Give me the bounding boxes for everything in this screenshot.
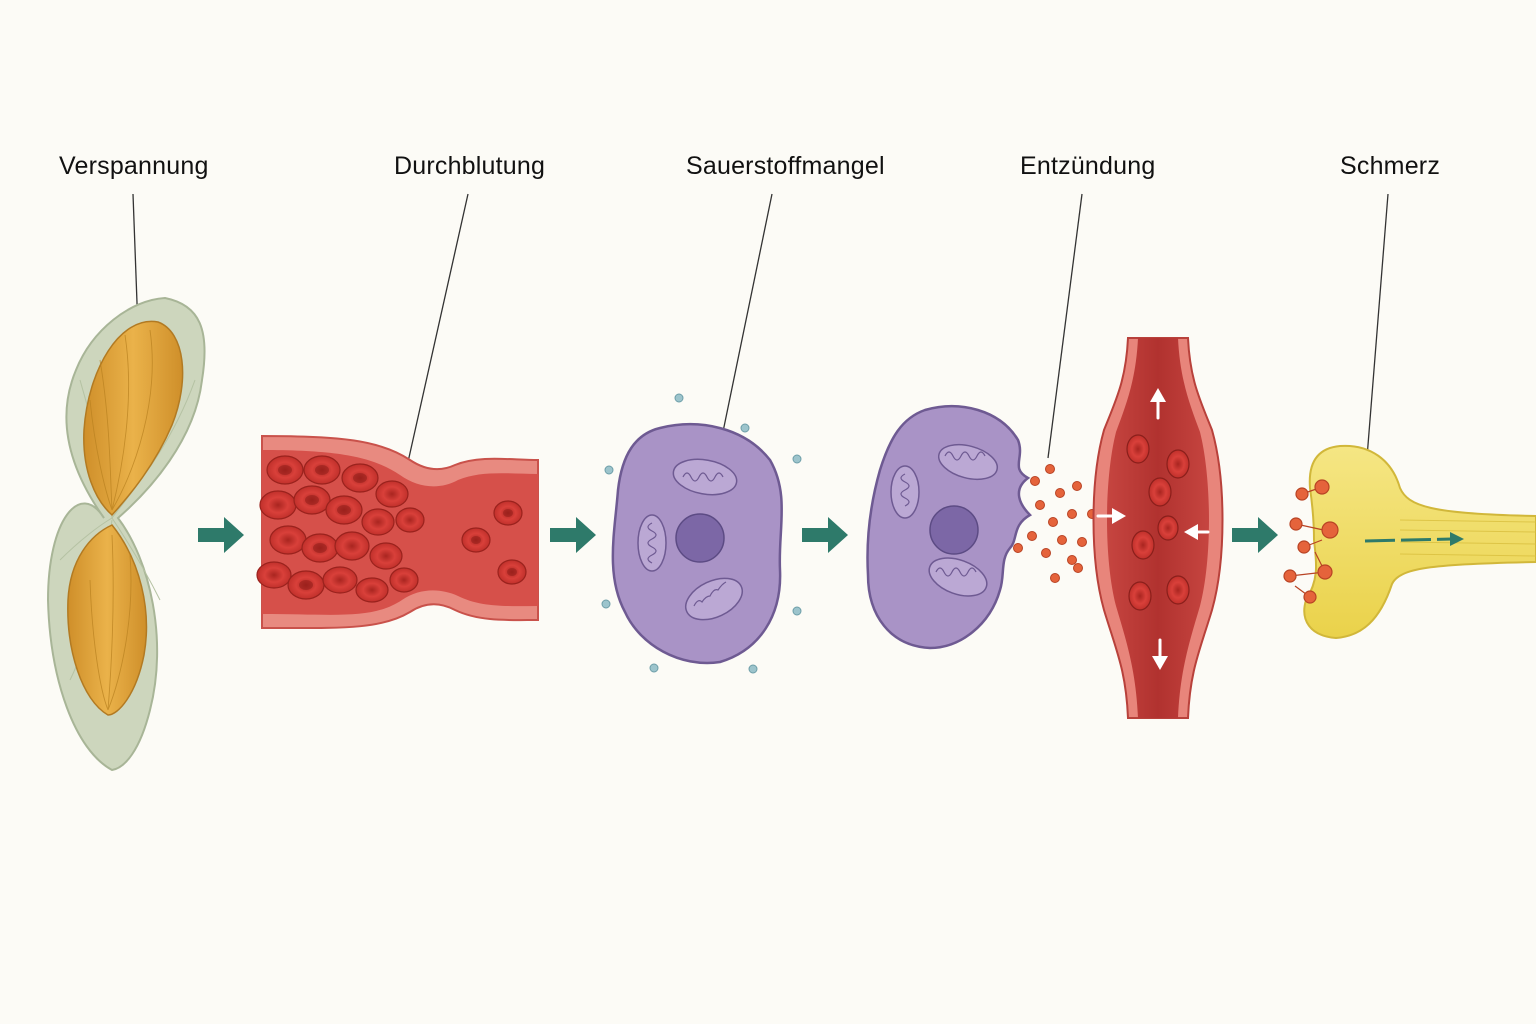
label-inflammation: Entzündung	[1020, 152, 1156, 180]
leader-line-blood-flow	[407, 193, 469, 463]
leader-line-inflammation	[1047, 193, 1083, 459]
arrow-3	[802, 517, 848, 553]
hypoxic-cell-icon	[601, 393, 802, 674]
arrow-2	[550, 517, 596, 553]
inflamed-vessel-icon	[1092, 337, 1224, 719]
flow-arrows	[198, 517, 1278, 553]
nerve-ending-icon	[1283, 444, 1536, 640]
oxygen-dots	[601, 393, 802, 674]
leader-line-pain	[1365, 193, 1389, 471]
pain-signal-arrow	[1364, 532, 1464, 546]
arrow-1	[198, 517, 244, 553]
arrow-4	[1232, 517, 1278, 553]
receptor-mediators	[1283, 479, 1339, 604]
constricted-vessel-icon	[256, 434, 539, 630]
inflamed-cell-icon	[866, 405, 1033, 650]
inflammatory-mediators	[1013, 464, 1097, 583]
leader-line-oxygen-deficit	[717, 193, 773, 457]
label-blood-flow: Durchblutung	[394, 152, 546, 180]
label-oxygen-deficit: Sauerstoffmangel	[686, 152, 885, 180]
label-pain: Schmerz	[1340, 152, 1441, 180]
label-tension: Verspannung	[59, 152, 209, 180]
tense-muscle-icon	[46, 296, 206, 772]
leader-lines	[132, 193, 1389, 471]
